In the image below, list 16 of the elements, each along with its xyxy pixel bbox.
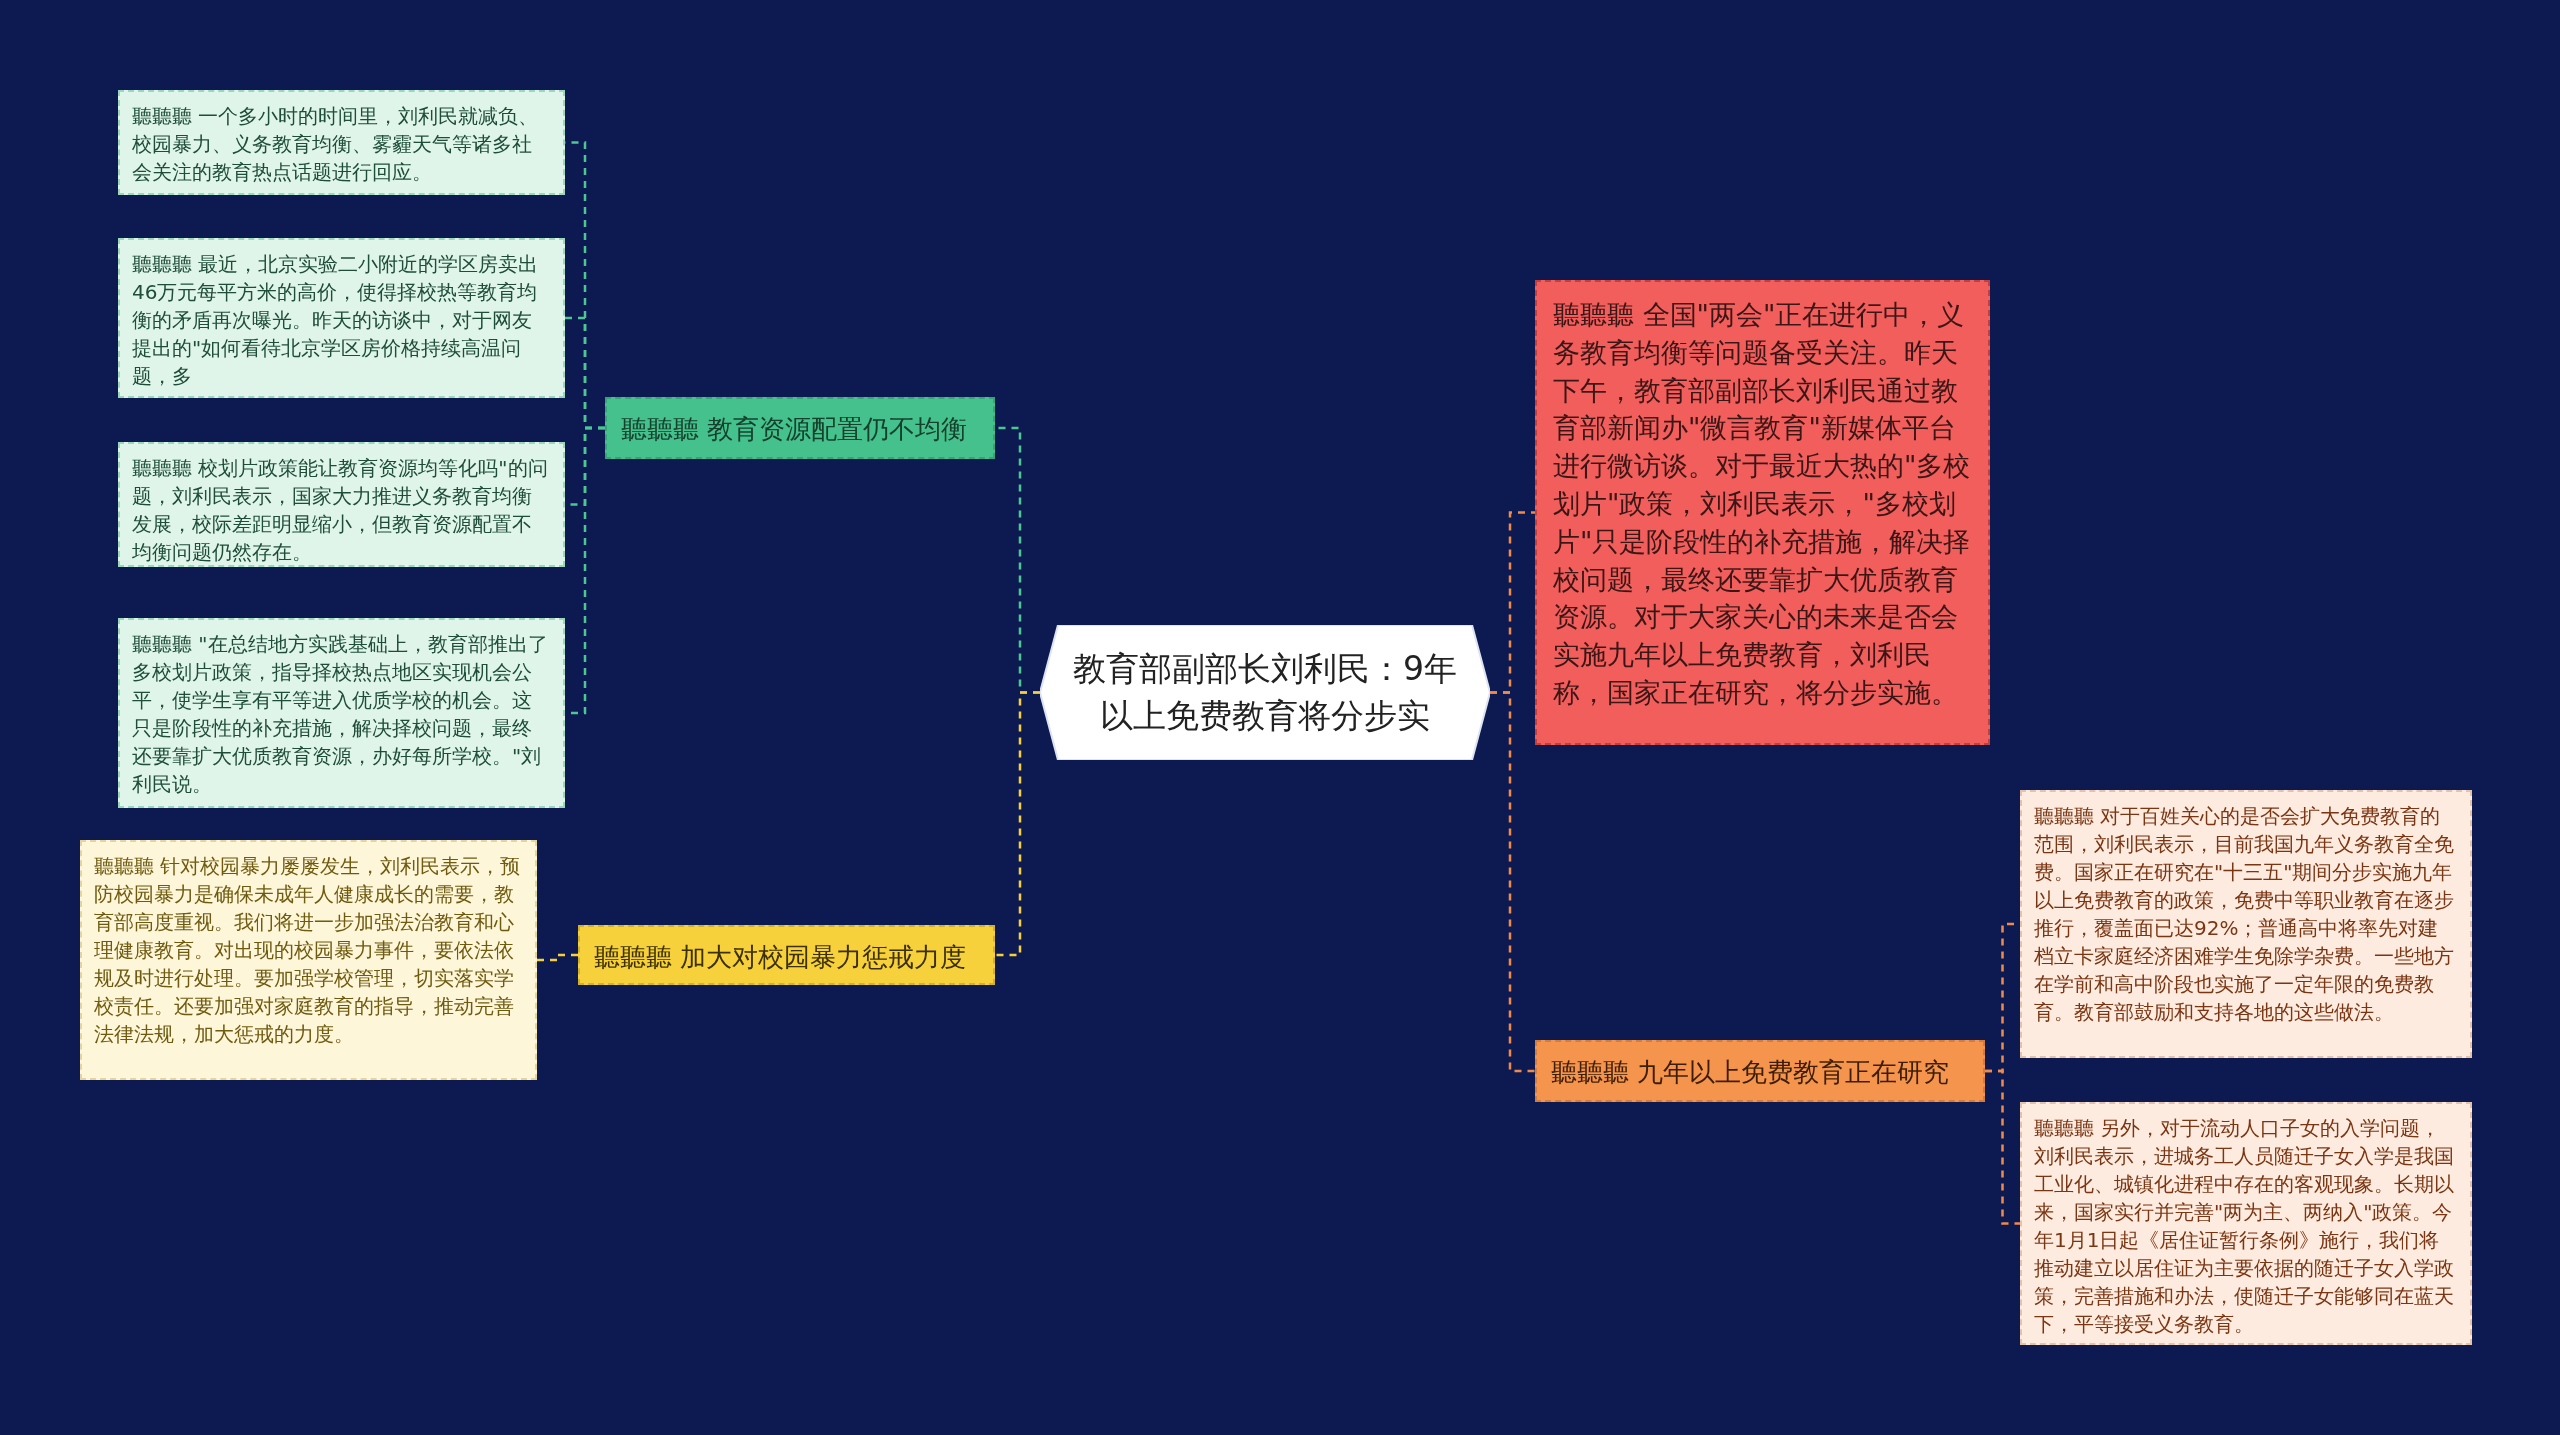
- note-box: 聽聽聽 校划片政策能让教育资源均等化吗"的问题，刘利民表示，国家大力推进义务教育均衡发展，校际差距明显缩小，但教育资源配置不均衡问题仍然存在。: [118, 442, 565, 567]
- note-box: 聽聽聽 最近，北京实验二小附近的学区房卖出46万元每平方米的高价，使得择校热等教育均衡的矛盾再次曝光。昨天的访谈中，对于网友提出的"如何看待北京学区房价格持续高温问题，多: [118, 238, 565, 398]
- branch-box: 聽聽聽 教育资源配置仍不均衡: [605, 397, 995, 459]
- connector-line: [537, 953, 578, 962]
- connector-line: [995, 691, 1040, 957]
- topic-box: 教育部副部长刘利民：9年以上免费教育将分步实: [1040, 625, 1490, 760]
- connector-line: [1985, 1069, 2020, 1225]
- note-box: 聽聽聽 针对校园暴力屡屡发生，刘利民表示，预防校园暴力是确保未成年人健康成长的需要，教育部高度重视。我们将进一步加强法治教育和心理健康教育。对出现的校园暴力事件，要依法依规及时进行处理。要加强学校管理，切实落实学校责任。还要加强对家庭教育的指导，推动完善法律法规，加大惩戒的力度。: [80, 840, 537, 1080]
- branch-box: 聽聽聽 九年以上免费教育正在研究: [1535, 1040, 1985, 1102]
- note-box: 聽聽聽 另外，对于流动人口子女的入学问题，刘利民表示，进城务工人员随迁子女入学是我国工业化、城镇化进程中存在的客观现象。长期以来，国家实行并完善"两为主、两纳入"政策。今年1月1日起《居住证暂行条例》施行，我们将推动建立以居住证为主要依据的随迁子女入学政策，完善措施和办法，使随迁子女能够同在蓝天下，平等接受义务教育。: [2020, 1102, 2472, 1345]
- connector-line: [1490, 691, 1535, 1073]
- note-box: 聽聽聽 一个多小时的时间里，刘利民就减负、校园暴力、义务教育均衡、雾霾天气等诸多社会关注的教育热点话题进行回应。: [118, 90, 565, 195]
- note-box: 聽聽聽 对于百姓关心的是否会扩大免费教育的范围，刘利民表示，目前我国九年义务教育全免费。国家正在研究在"十三五"期间分步实施九年以上免费教育的政策，免费中等职业教育在逐步推行，覆盖面已达92%；普通高中将率先对建档立卡家庭经济困难学生免除学杂费。一些地方在学前和高中阶段也实施了一定年限的免费教育。教育部鼓励和支持各地的这些做法。: [2020, 790, 2472, 1058]
- branch-box: 聽聽聽 加大对校园暴力惩戒力度: [578, 925, 995, 985]
- note-box: 聽聽聽 "在总结地方实践基础上，教育部推出了多校划片政策，指导择校热点地区实现机会公平，使学生享有平等进入优质学校的机会。这只是阶段性的补充措施，解决择校问题，最终还要靠扩大优质教育资源，办好每所学校。"刘利民说。: [118, 618, 565, 808]
- summary-box: 聽聽聽 全国"两会"正在进行中，义务教育均衡等问题备受关注。昨天下午，教育部副部长刘利民通过教育部新闻办"微言教育"新媒体平台进行微访谈。对于最近大热的"多校划片"政策，刘利民表示，"多校划片"只是阶段性的补充措施，解决择校问题，最终还要靠扩大优质教育资源。对于大家关心的未来是否会实施九年以上免费教育，刘利民称，国家正在研究，将分步实施。: [1535, 280, 1990, 745]
